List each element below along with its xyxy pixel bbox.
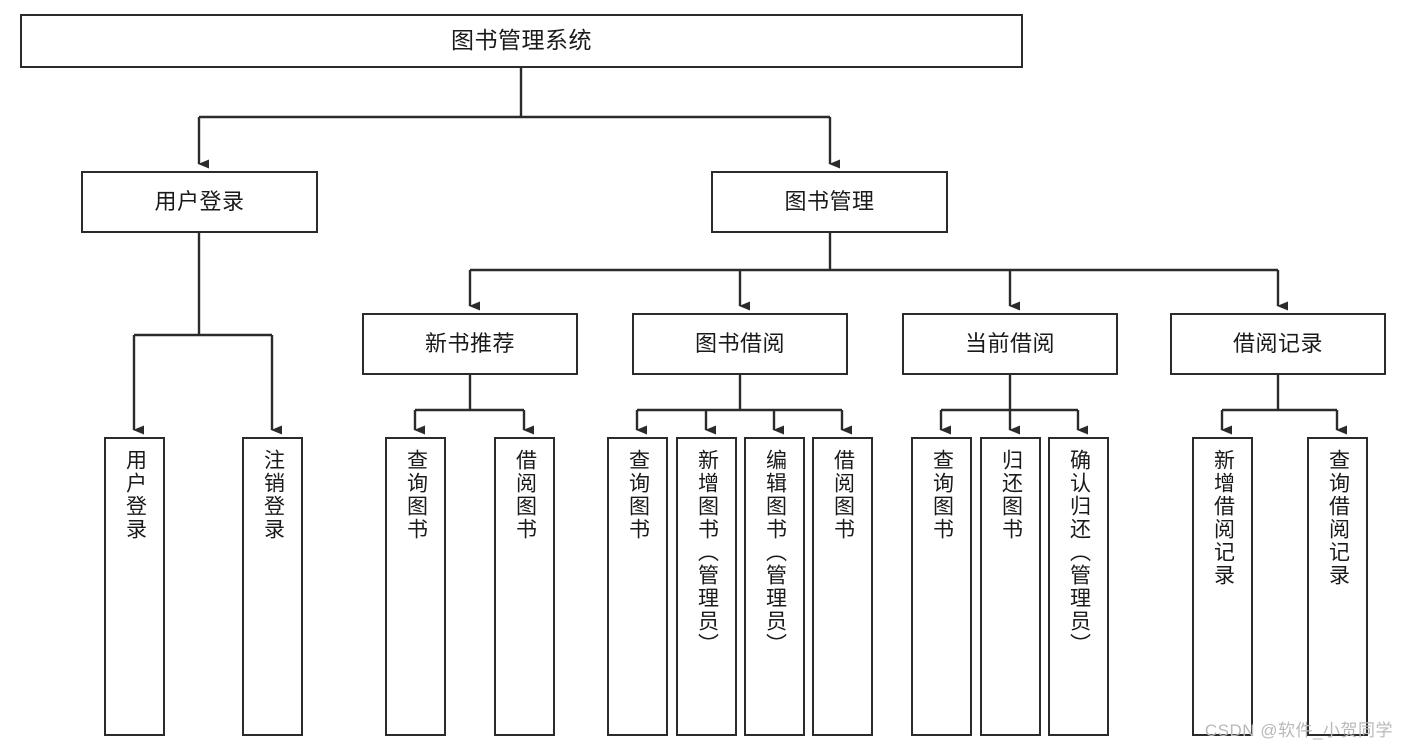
leaf-borrow-records-add[interactable]: 新增借阅记录 [1192, 437, 1253, 736]
node-label: 用户登录 [123, 449, 147, 541]
leaf-book-borrow-lend[interactable]: 借阅图书 [812, 437, 873, 736]
leaf-current-borrow-return[interactable]: 归还图书 [980, 437, 1041, 736]
node-label: 当前借阅 [964, 331, 1055, 357]
node-label: 新增借阅记录 [1211, 449, 1235, 587]
leaf-book-borrow-add[interactable]: 新增图书（管理员） [676, 437, 737, 736]
node-label: 编辑图书（管理员） [763, 449, 787, 656]
node-label: 归还图书 [999, 449, 1023, 541]
node-label: 图书管理 [784, 189, 875, 215]
node-borrow-records[interactable]: 借阅记录 [1170, 313, 1386, 375]
node-root-system[interactable]: 图书管理系统 [20, 14, 1023, 68]
leaf-current-borrow-confirm-return[interactable]: 确认归还（管理员） [1048, 437, 1109, 736]
leaf-user-login-signout[interactable]: 注销登录 [242, 437, 303, 736]
node-label: 借阅图书 [513, 449, 537, 541]
node-label: 图书管理系统 [451, 27, 592, 54]
node-label: 查询图书 [404, 449, 428, 541]
node-label: 注销登录 [261, 449, 285, 541]
node-label: 用户登录 [154, 189, 245, 215]
node-label: 查询图书 [626, 449, 650, 541]
node-label: 借阅图书 [831, 449, 855, 541]
csdn-watermark: CSDN @软件_小贺同学 [1204, 721, 1393, 740]
node-label: 图书借阅 [694, 331, 785, 357]
leaf-book-borrow-query[interactable]: 查询图书 [607, 437, 668, 736]
leaf-user-login-signin[interactable]: 用户登录 [104, 437, 165, 736]
node-label: 查询借阅记录 [1326, 449, 1350, 587]
leaf-current-borrow-query[interactable]: 查询图书 [911, 437, 972, 736]
node-book-management[interactable]: 图书管理 [711, 171, 948, 233]
node-label: 查询图书 [930, 449, 954, 541]
node-current-borrow[interactable]: 当前借阅 [902, 313, 1118, 375]
node-label: 新书推荐 [424, 331, 515, 357]
leaf-new-book-query[interactable]: 查询图书 [385, 437, 446, 736]
node-new-book-recommend[interactable]: 新书推荐 [362, 313, 578, 375]
leaf-book-borrow-edit[interactable]: 编辑图书（管理员） [744, 437, 805, 736]
node-label: 借阅记录 [1232, 331, 1323, 357]
node-label: 新增图书（管理员） [695, 449, 719, 656]
node-label: 确认归还（管理员） [1067, 449, 1091, 656]
leaf-new-book-borrow[interactable]: 借阅图书 [494, 437, 555, 736]
node-user-login[interactable]: 用户登录 [81, 171, 318, 233]
node-book-borrow[interactable]: 图书借阅 [632, 313, 848, 375]
leaf-borrow-records-query[interactable]: 查询借阅记录 [1307, 437, 1368, 736]
